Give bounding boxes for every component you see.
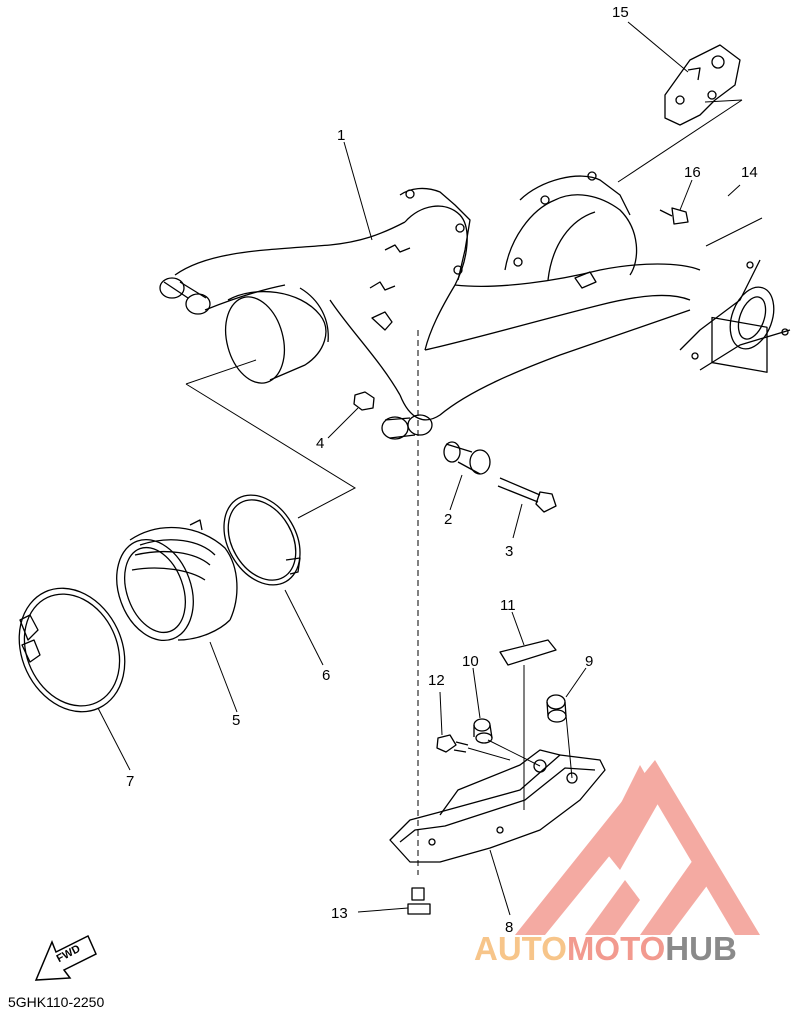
watermark-auto: AUTO xyxy=(474,930,567,967)
callout-13: 13 xyxy=(331,905,348,922)
callout-16: 16 xyxy=(684,164,701,181)
bracket-part xyxy=(664,44,741,126)
watermark-hub: HUB xyxy=(665,930,737,967)
watermark-text: AUTOMOTOHUB xyxy=(474,930,737,968)
label-sticker-part xyxy=(711,316,768,373)
fwd-arrow-icon xyxy=(34,934,97,981)
band-clamp-small-part xyxy=(223,494,301,586)
callout-7: 7 xyxy=(126,773,135,790)
callout-6: 6 xyxy=(322,667,331,684)
callout-1: 1 xyxy=(337,127,346,144)
callout-14: 14 xyxy=(741,164,758,181)
callout-10: 10 xyxy=(462,653,479,670)
protector-plate-part xyxy=(389,749,606,863)
bushing-part xyxy=(443,441,491,475)
callout-2: 2 xyxy=(444,511,453,528)
pad-part xyxy=(499,639,557,666)
callout-11: 11 xyxy=(500,597,516,614)
callout-5: 5 xyxy=(232,712,241,729)
watermark-logo-icon xyxy=(515,760,760,935)
watermark-moto: MOTO xyxy=(566,930,666,967)
bolt-16-part xyxy=(659,207,689,225)
callout-12: 12 xyxy=(428,672,445,689)
bolt-13-part xyxy=(407,887,431,915)
pivot-bolt-part xyxy=(497,477,557,513)
collar-10-part xyxy=(473,718,493,744)
damper-9-part xyxy=(546,694,567,723)
diagram-code: 5GHK110-2250 xyxy=(8,994,105,1010)
band-clamp-large-part xyxy=(18,587,126,713)
callout-4: 4 xyxy=(316,435,325,452)
callout-3: 3 xyxy=(505,543,514,560)
leader-lines xyxy=(97,21,763,916)
callout-15: 15 xyxy=(612,4,629,21)
bolt-12-part xyxy=(436,734,469,753)
nut-part xyxy=(353,391,375,411)
rubber-boot-part xyxy=(116,519,238,642)
callout-9: 9 xyxy=(585,653,594,670)
callout-8: 8 xyxy=(505,919,514,936)
swing-arm-part xyxy=(159,171,791,440)
